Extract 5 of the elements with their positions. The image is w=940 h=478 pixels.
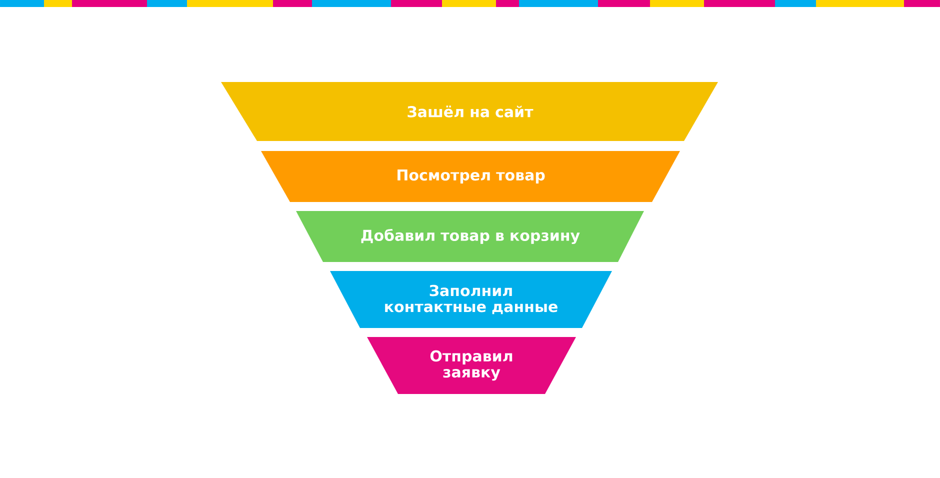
- funnel-stage: Зашёл на сайт: [221, 82, 718, 141]
- funnel-stage: Заполнил контактные данные: [330, 270, 612, 328]
- funnel-stage: Отправил заявку: [367, 336, 576, 394]
- funnel-stage: Добавил товар в корзину: [296, 210, 644, 262]
- funnel-stage: Посмотрел товар: [261, 150, 680, 202]
